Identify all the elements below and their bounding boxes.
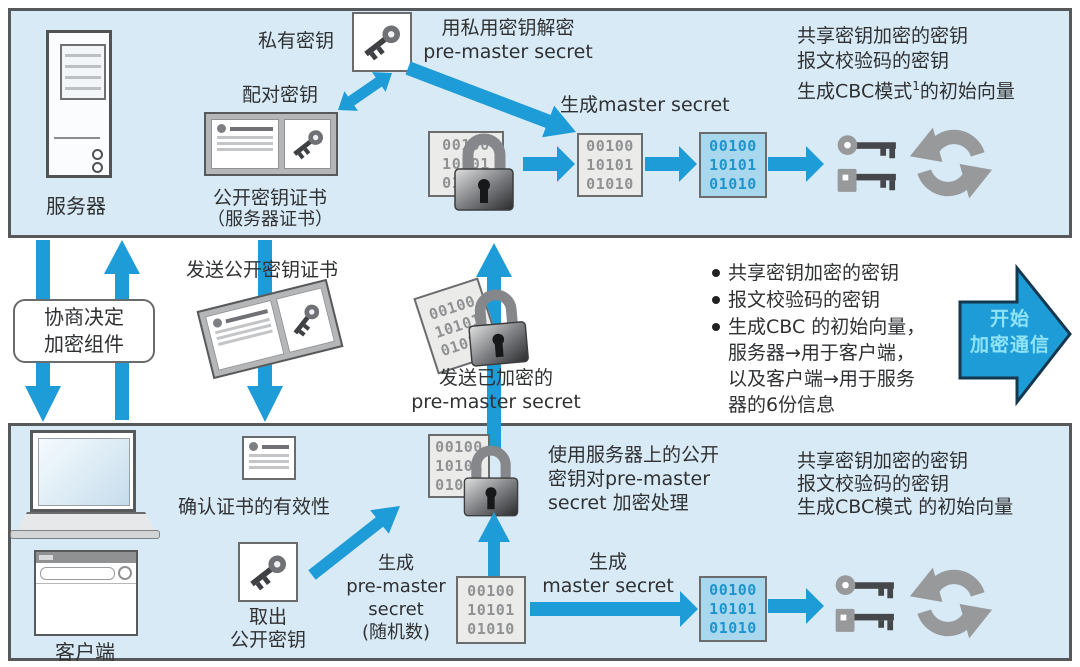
binary-block-master-server: 00100 10101 01010: [577, 133, 643, 197]
derived-keys-note-client: 共享密钥加密的密钥 报文校验码的密钥 生成CBC模式 的初始向量: [797, 450, 1014, 518]
cycle-icon-server: [908, 120, 994, 206]
lock-icon-client: [458, 440, 524, 518]
arrow-right-icon: [768, 588, 824, 624]
lock-icon-transit: [459, 281, 536, 369]
private-key-box: [352, 12, 412, 72]
decrypt-diagonal-arrow-icon: [405, 61, 576, 138]
laptop-icon: [30, 430, 136, 512]
binary-block-premaster-client: 00100 10101 01010: [456, 576, 526, 644]
binary-block-keys-client: 00100 10101 01010: [699, 576, 767, 642]
arrow-right-icon: [523, 146, 575, 182]
server-vent-icon: [60, 44, 106, 100]
arrow-up-encrypt-icon: [478, 512, 510, 578]
lock-icon-server: [448, 128, 520, 212]
client-panel: [8, 423, 1072, 661]
client-label: 客户端: [55, 640, 115, 664]
list-item: 报文校验码的密钥: [712, 287, 957, 313]
binary-block-keys-server: 00100 10101 01010: [699, 132, 767, 198]
list-item: 共享密钥加密的密钥: [712, 260, 957, 286]
generate-master-label-client: 生成 master secret: [542, 551, 674, 597]
cert-title: 公开密钥证书: [212, 187, 327, 209]
arrow-right-icon: [530, 591, 698, 627]
certificate-key-icon: [284, 119, 331, 169]
key-pairing-double-arrow-icon: [338, 72, 392, 111]
arrow-right-icon: [768, 146, 824, 182]
public-key-box: [238, 542, 298, 602]
send-premaster-label: 发送已加密的 pre-master secret: [411, 367, 581, 413]
server-icon: [46, 30, 112, 178]
tilted-certificate-icon: [196, 278, 344, 380]
key-pair-icon-server: [837, 135, 896, 192]
send-cert-label: 发送公开密钥证书: [186, 259, 339, 281]
key-pair-icon-client: [835, 575, 894, 632]
verify-cert-label: 确认证书的有效性: [178, 496, 331, 518]
browser-icon: [34, 550, 138, 636]
decrypt-premaster-note: 用私用密钥解密 pre-master secret: [423, 17, 593, 63]
start-communication-arrow: [958, 263, 1072, 407]
certificate-card-icon: [211, 119, 280, 169]
cycle-icon-client: [908, 560, 994, 646]
start-communication-label: 开始 加密通信: [969, 308, 1050, 356]
encrypt-note: 使用服务器上的公开 密钥对pre-master secret 加密处理: [548, 444, 720, 514]
generate-premaster-label: 生成 pre-master secret (随机数): [346, 553, 446, 643]
private-key-label: 私有密钥: [258, 30, 335, 52]
paired-key-label: 配对密钥: [242, 84, 319, 106]
laptop-bar-icon: [10, 530, 160, 539]
generate-master-label-server: 生成master secret: [560, 94, 730, 116]
negotiate-box: 协商决定 加密组件: [13, 299, 155, 363]
derived-keys-note-server: 共享密钥加密的密钥 报文校验码的密钥 生成CBC模式1的初始向量: [797, 25, 1015, 103]
private-key-icon: [360, 21, 405, 62]
certificate-icon: [204, 112, 338, 176]
extract-key-label: 取出 公开密钥: [229, 606, 306, 651]
list-item: 生成CBC 的初始向量， 服务器→用于客户端， 以及客户端→用于服务 器的6份信…: [712, 314, 957, 418]
arrow-right-icon: [645, 146, 697, 182]
server-label: 服务器: [46, 194, 106, 218]
cert-subtitle: （服务器证书）: [207, 209, 333, 230]
exchange-summary-list: 共享密钥加密的密钥 报文校验码的密钥 生成CBC 的初始向量， 服务器→用于客户…: [712, 260, 957, 418]
public-key-icon: [246, 551, 291, 592]
small-certificate-icon: [242, 436, 296, 480]
encrypt-diagonal-arrow-icon: [308, 506, 400, 580]
